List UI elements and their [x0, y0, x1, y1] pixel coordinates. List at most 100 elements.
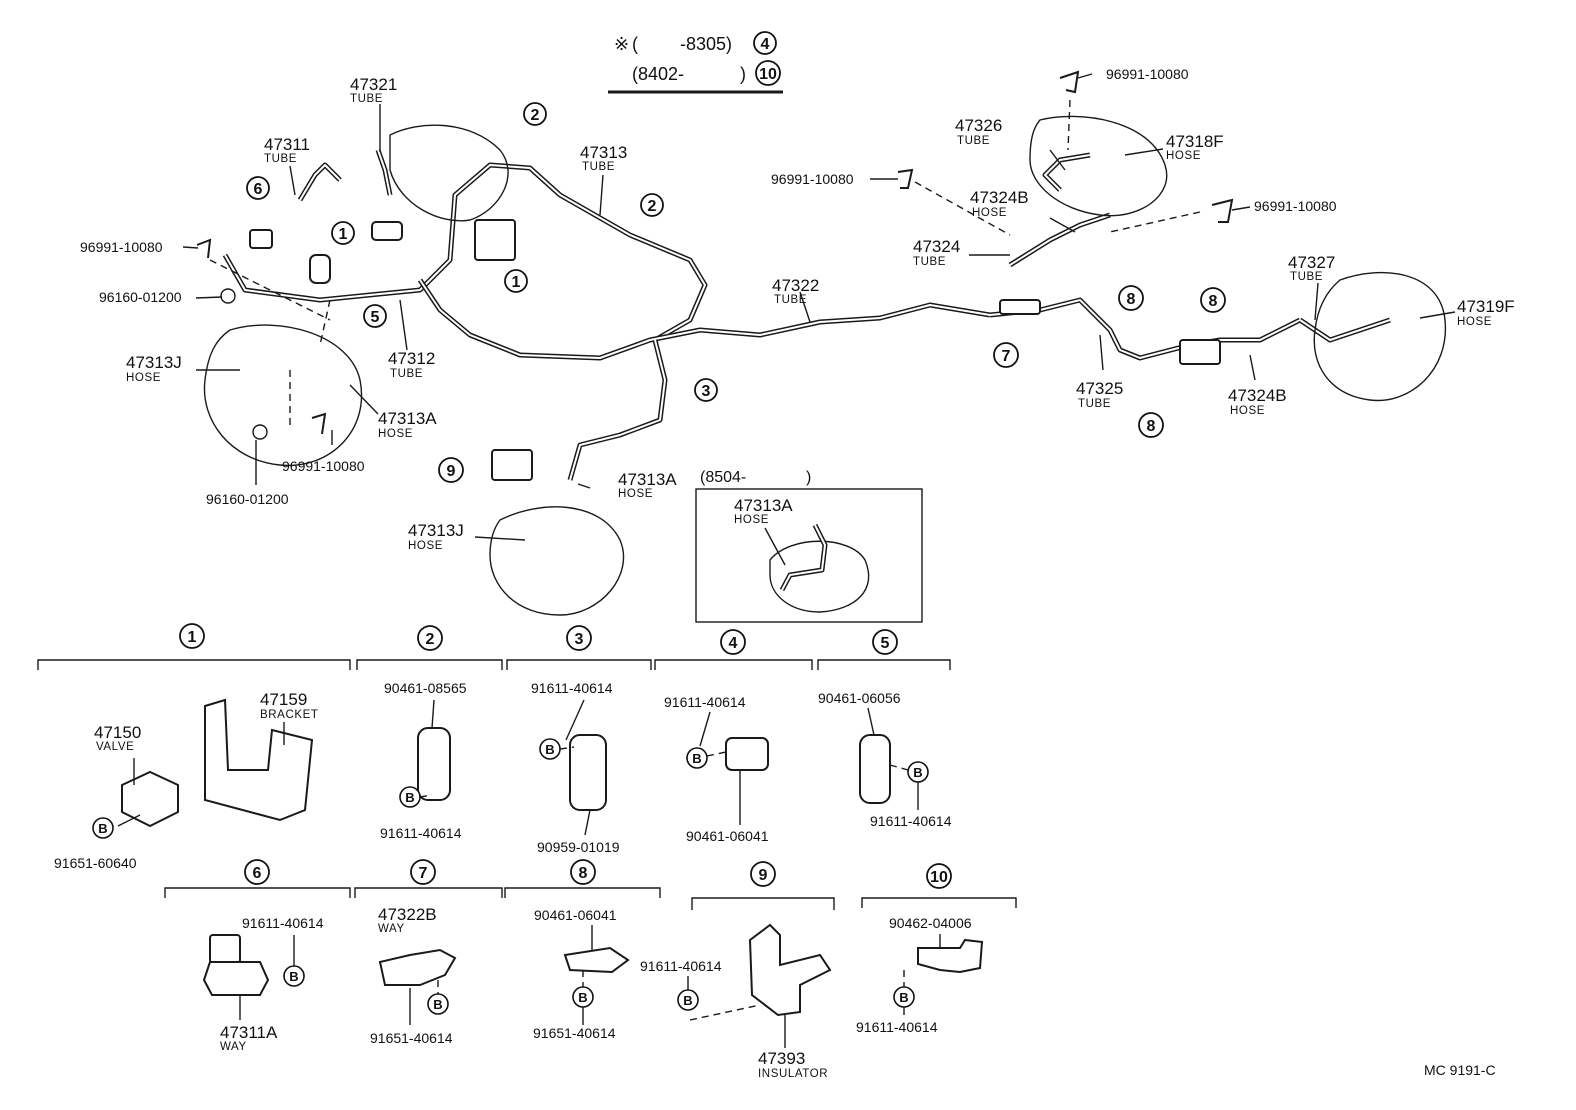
callout-number: 47326	[955, 116, 1002, 135]
bracket-sub: BRACKET	[260, 709, 319, 721]
ref-circle-1b: 1	[504, 269, 528, 293]
svg-text:B: B	[405, 790, 414, 805]
svg-text:3: 3	[702, 383, 711, 400]
svg-text:9: 9	[759, 867, 768, 884]
svg-text:2: 2	[648, 198, 657, 215]
bracket-47159-shape	[204, 698, 314, 822]
ref-circle-2b: 2	[640, 193, 664, 217]
callout-47311: 47311 TUBE	[264, 135, 310, 165]
callout-number: 47324	[913, 237, 960, 256]
callout-sub: HOSE	[408, 540, 443, 552]
part-number-96991-10080-right: 96991-10080	[1254, 198, 1337, 214]
svg-text:1: 1	[339, 226, 348, 243]
header-ref-1: 4	[761, 36, 770, 53]
header-open-paren: (	[632, 34, 638, 54]
insulator-number: 47393	[758, 1049, 805, 1068]
brake-tubing	[222, 149, 1391, 481]
callout-sub: HOSE	[1230, 405, 1265, 417]
svg-text:B: B	[899, 990, 908, 1005]
insulator-sub: INSULATOR	[758, 1068, 828, 1080]
callout-sub: HOSE	[126, 372, 161, 384]
figure-code: MC 9191-C	[1424, 1062, 1496, 1078]
applicability-header: ※ ( -8305) 4 (8402- ) 10	[608, 31, 783, 94]
callout-sub: TUBE	[913, 256, 946, 268]
callout-sub: TUBE	[774, 294, 807, 306]
section-badge	[410, 859, 436, 885]
bracket-8-shape	[1179, 339, 1221, 365]
svg-text:B: B	[545, 742, 554, 757]
svg-text:10: 10	[930, 869, 948, 886]
valve-47150-shape	[121, 770, 179, 828]
callout-number: 47313J	[126, 353, 182, 372]
insulator-47393-shape	[748, 923, 832, 1017]
callout-number: 47318F	[1166, 132, 1224, 151]
svg-text:5: 5	[371, 309, 380, 326]
tube-47326	[1042, 152, 1091, 192]
callout-47325: 47325 TUBE	[1076, 379, 1123, 410]
callout-47313J-center: 47313J HOSE	[408, 521, 464, 552]
svg-text:8: 8	[1127, 291, 1136, 308]
callout-number: 47322	[772, 276, 819, 295]
section-10: 10 90462-04006 B 91611-40614	[856, 863, 984, 1035]
section-9: 9 91611-40614 B 47393 INSULATOR	[640, 861, 832, 1080]
svg-text:6: 6	[253, 865, 262, 882]
ref-circle-6: 6	[246, 176, 270, 200]
header-ref-circle-1	[753, 31, 777, 55]
header-range-2: (8402-	[632, 64, 684, 84]
section-badge	[179, 623, 205, 649]
svg-text:B: B	[433, 997, 442, 1012]
svg-text:2: 2	[531, 107, 540, 124]
clamp-10-shape	[917, 938, 984, 974]
svg-text:1: 1	[188, 629, 197, 646]
clip-shape-4	[196, 238, 212, 259]
callout-47324B-right: 47324B HOSE	[1228, 386, 1287, 417]
callout-sub: HOSE	[972, 207, 1007, 219]
way-47322B-shape	[378, 948, 457, 986]
svg-text:2: 2	[426, 631, 435, 648]
part-number-96991-10080-left: 96991-10080	[80, 239, 163, 255]
header-close-paren: )	[740, 64, 746, 84]
svg-text:B: B	[98, 821, 107, 836]
callout-47327: 47327 TUBE	[1288, 253, 1335, 283]
section-brackets	[37, 659, 1017, 910]
callout-number: 47312	[388, 349, 435, 368]
leader-lines	[182, 73, 1456, 566]
callout-sub: TUBE	[582, 161, 615, 173]
callout-47312: 47312 TUBE	[388, 349, 435, 380]
svg-text:8: 8	[579, 865, 588, 882]
callout-47324: 47324 TUBE	[913, 237, 960, 268]
clamp-part-number: 90461-06041	[686, 828, 769, 844]
callout-47324B-top: 47324B HOSE	[970, 188, 1029, 219]
bolt-part-number: 91651-60640	[54, 855, 137, 871]
clamp-part-number: 90461-06041	[534, 907, 617, 923]
clamp-part-number: 90461-08565	[384, 680, 467, 696]
section-8: 8 90461-06041 B 91651-40614	[533, 859, 630, 1041]
tube-47324	[1008, 212, 1111, 268]
bracket-9-shape	[491, 449, 533, 481]
callout-47313J-left: 47313J HOSE	[126, 353, 182, 384]
grommet-shape-2	[252, 424, 268, 440]
way-number: 47322B	[378, 905, 437, 924]
bolt-part-number: 91611-40614	[870, 813, 952, 829]
valve-number: 47150	[94, 723, 141, 742]
bracket-shape	[474, 219, 516, 261]
part-number-96160-01200-upper: 96160-01200	[99, 289, 182, 305]
inset-frame	[695, 488, 923, 623]
svg-text:7: 7	[1002, 348, 1011, 365]
ref-circle-2a: 2	[523, 102, 547, 126]
callout-sub: HOSE	[378, 428, 413, 440]
svg-text:8: 8	[1147, 418, 1156, 435]
bolt-icon	[92, 817, 114, 839]
ref-circle-5: 5	[363, 304, 387, 328]
callout-number: 47313A	[618, 470, 677, 489]
callout-number: 47313	[580, 143, 627, 162]
clamp-8-shape	[563, 946, 630, 974]
callout-47313A-left: 47313A HOSE	[378, 409, 437, 440]
clamp-4-shape	[725, 737, 769, 771]
callout-sub: HOSE	[1166, 150, 1201, 162]
section-badge	[570, 859, 596, 885]
section-6: 6 91611-40614 B 47311A WAY	[202, 859, 324, 1053]
bolt-part-number: 91611-40614	[242, 915, 324, 931]
